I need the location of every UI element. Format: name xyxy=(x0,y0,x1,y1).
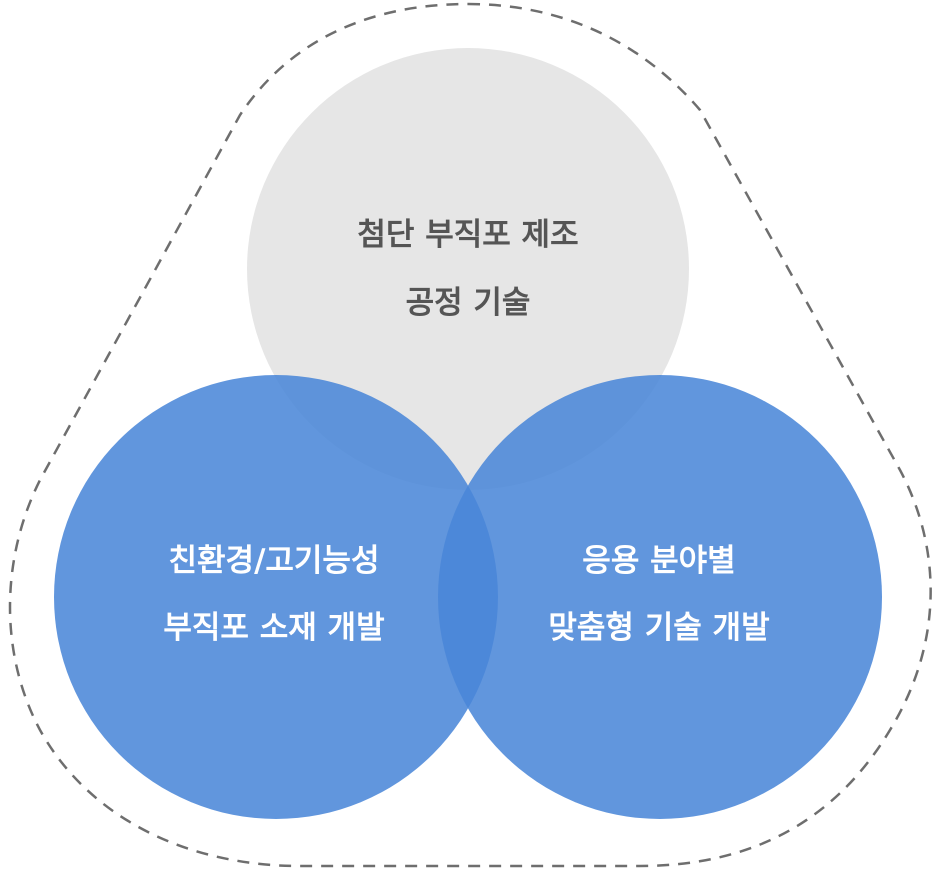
right-circle-label-line1: 응용 분야별 xyxy=(582,543,735,579)
top-circle-label-line1: 첨단 부직포 제조 xyxy=(357,217,578,253)
top-circle xyxy=(247,48,689,490)
left-circle-label-line2: 부직포 소재 개발 xyxy=(163,610,384,646)
right-circle-label-line2: 맞춤형 기술 개발 xyxy=(548,610,769,646)
top-circle-label-line2: 공정 기술 xyxy=(406,285,531,321)
right-circle xyxy=(438,375,882,819)
dashed-outline xyxy=(8,2,932,868)
left-circle xyxy=(54,375,498,819)
left-circle-label-line1: 친환경/고기능성 xyxy=(169,543,380,579)
